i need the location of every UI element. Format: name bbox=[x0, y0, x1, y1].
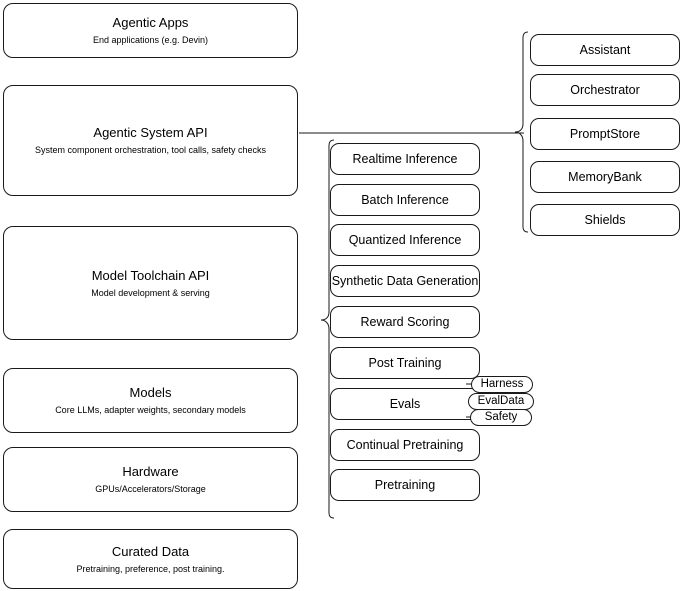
toolchain-chip-post-training[interactable]: Post Training bbox=[330, 347, 480, 379]
pill-label: Harness bbox=[480, 378, 524, 390]
layer-model-toolchain-api[interactable]: Model Toolchain API Model development & … bbox=[3, 226, 298, 340]
system-chip-assistant[interactable]: Assistant bbox=[530, 34, 680, 66]
eval-pill-evaldata[interactable]: EvalData bbox=[468, 393, 534, 410]
eval-pill-safety[interactable]: Safety bbox=[470, 409, 532, 426]
toolchain-chip-evals[interactable]: Evals bbox=[330, 388, 480, 420]
layer-models[interactable]: Models Core LLMs, adapter weights, secon… bbox=[3, 368, 298, 433]
chip-label: Synthetic Data Generation bbox=[331, 273, 479, 288]
chip-label: MemoryBank bbox=[568, 169, 642, 184]
system-chip-shields[interactable]: Shields bbox=[530, 204, 680, 236]
layer-subtitle: Model development & serving bbox=[91, 287, 210, 298]
toolchain-chip-quantized-inference[interactable]: Quantized Inference bbox=[330, 224, 480, 256]
layer-subtitle: GPUs/Accelerators/Storage bbox=[95, 484, 206, 494]
layer-title: Agentic System API bbox=[93, 125, 208, 140]
chip-label: Reward Scoring bbox=[360, 314, 450, 329]
layer-subtitle: Core LLMs, adapter weights, secondary mo… bbox=[55, 405, 246, 415]
toolchain-chip-batch-inference[interactable]: Batch Inference bbox=[330, 184, 480, 216]
chip-label: PromptStore bbox=[569, 126, 641, 141]
system-chip-memorybank[interactable]: MemoryBank bbox=[530, 161, 680, 193]
layer-hardware[interactable]: Hardware GPUs/Accelerators/Storage bbox=[3, 447, 298, 512]
chip-label: Quantized Inference bbox=[348, 232, 462, 247]
chip-label: Batch Inference bbox=[361, 192, 449, 207]
chip-label: Pretraining bbox=[374, 477, 436, 492]
chip-label: Orchestrator bbox=[570, 82, 640, 97]
layer-subtitle: System component orchestration, tool cal… bbox=[34, 145, 267, 155]
layer-curated-data[interactable]: Curated Data Pretraining, preference, po… bbox=[3, 529, 298, 589]
chip-label: Realtime Inference bbox=[352, 151, 458, 166]
system-chip-promptstore[interactable]: PromptStore bbox=[530, 118, 680, 150]
system-components-brace bbox=[514, 31, 529, 233]
toolchain-chip-synthetic-data-generation[interactable]: Synthetic Data Generation bbox=[330, 265, 480, 297]
eval-pill-harness[interactable]: Harness bbox=[471, 376, 533, 393]
layer-title: Curated Data bbox=[111, 543, 190, 559]
layer-title: Model Toolchain API bbox=[91, 267, 210, 283]
toolchain-chip-pretraining[interactable]: Pretraining bbox=[330, 469, 480, 501]
chip-label: Assistant bbox=[579, 42, 631, 57]
chip-label: Evals bbox=[389, 396, 421, 411]
chip-label: Continual Pretraining bbox=[346, 437, 464, 452]
pill-label: Safety bbox=[484, 411, 518, 423]
layer-agentic-system-api[interactable]: Agentic System API System component orch… bbox=[3, 85, 298, 196]
toolchain-chip-reward-scoring[interactable]: Reward Scoring bbox=[330, 306, 480, 338]
system-chip-orchestrator[interactable]: Orchestrator bbox=[530, 74, 680, 106]
layer-subtitle: End applications (e.g. Devin) bbox=[92, 35, 209, 45]
layer-agentic-apps[interactable]: Agentic Apps End applications (e.g. Devi… bbox=[3, 3, 298, 58]
toolchain-chip-realtime-inference[interactable]: Realtime Inference bbox=[330, 143, 480, 175]
layer-title: Agentic Apps bbox=[112, 15, 189, 30]
layer-title: Hardware bbox=[122, 464, 179, 479]
layer-title: Models bbox=[129, 385, 172, 400]
chip-label: Post Training bbox=[368, 355, 442, 370]
layer-subtitle: Pretraining, preference, post training. bbox=[76, 563, 225, 574]
pill-label: EvalData bbox=[477, 395, 525, 407]
toolchain-chip-continual-pretraining[interactable]: Continual Pretraining bbox=[330, 429, 480, 461]
chip-label: Shields bbox=[584, 212, 626, 227]
